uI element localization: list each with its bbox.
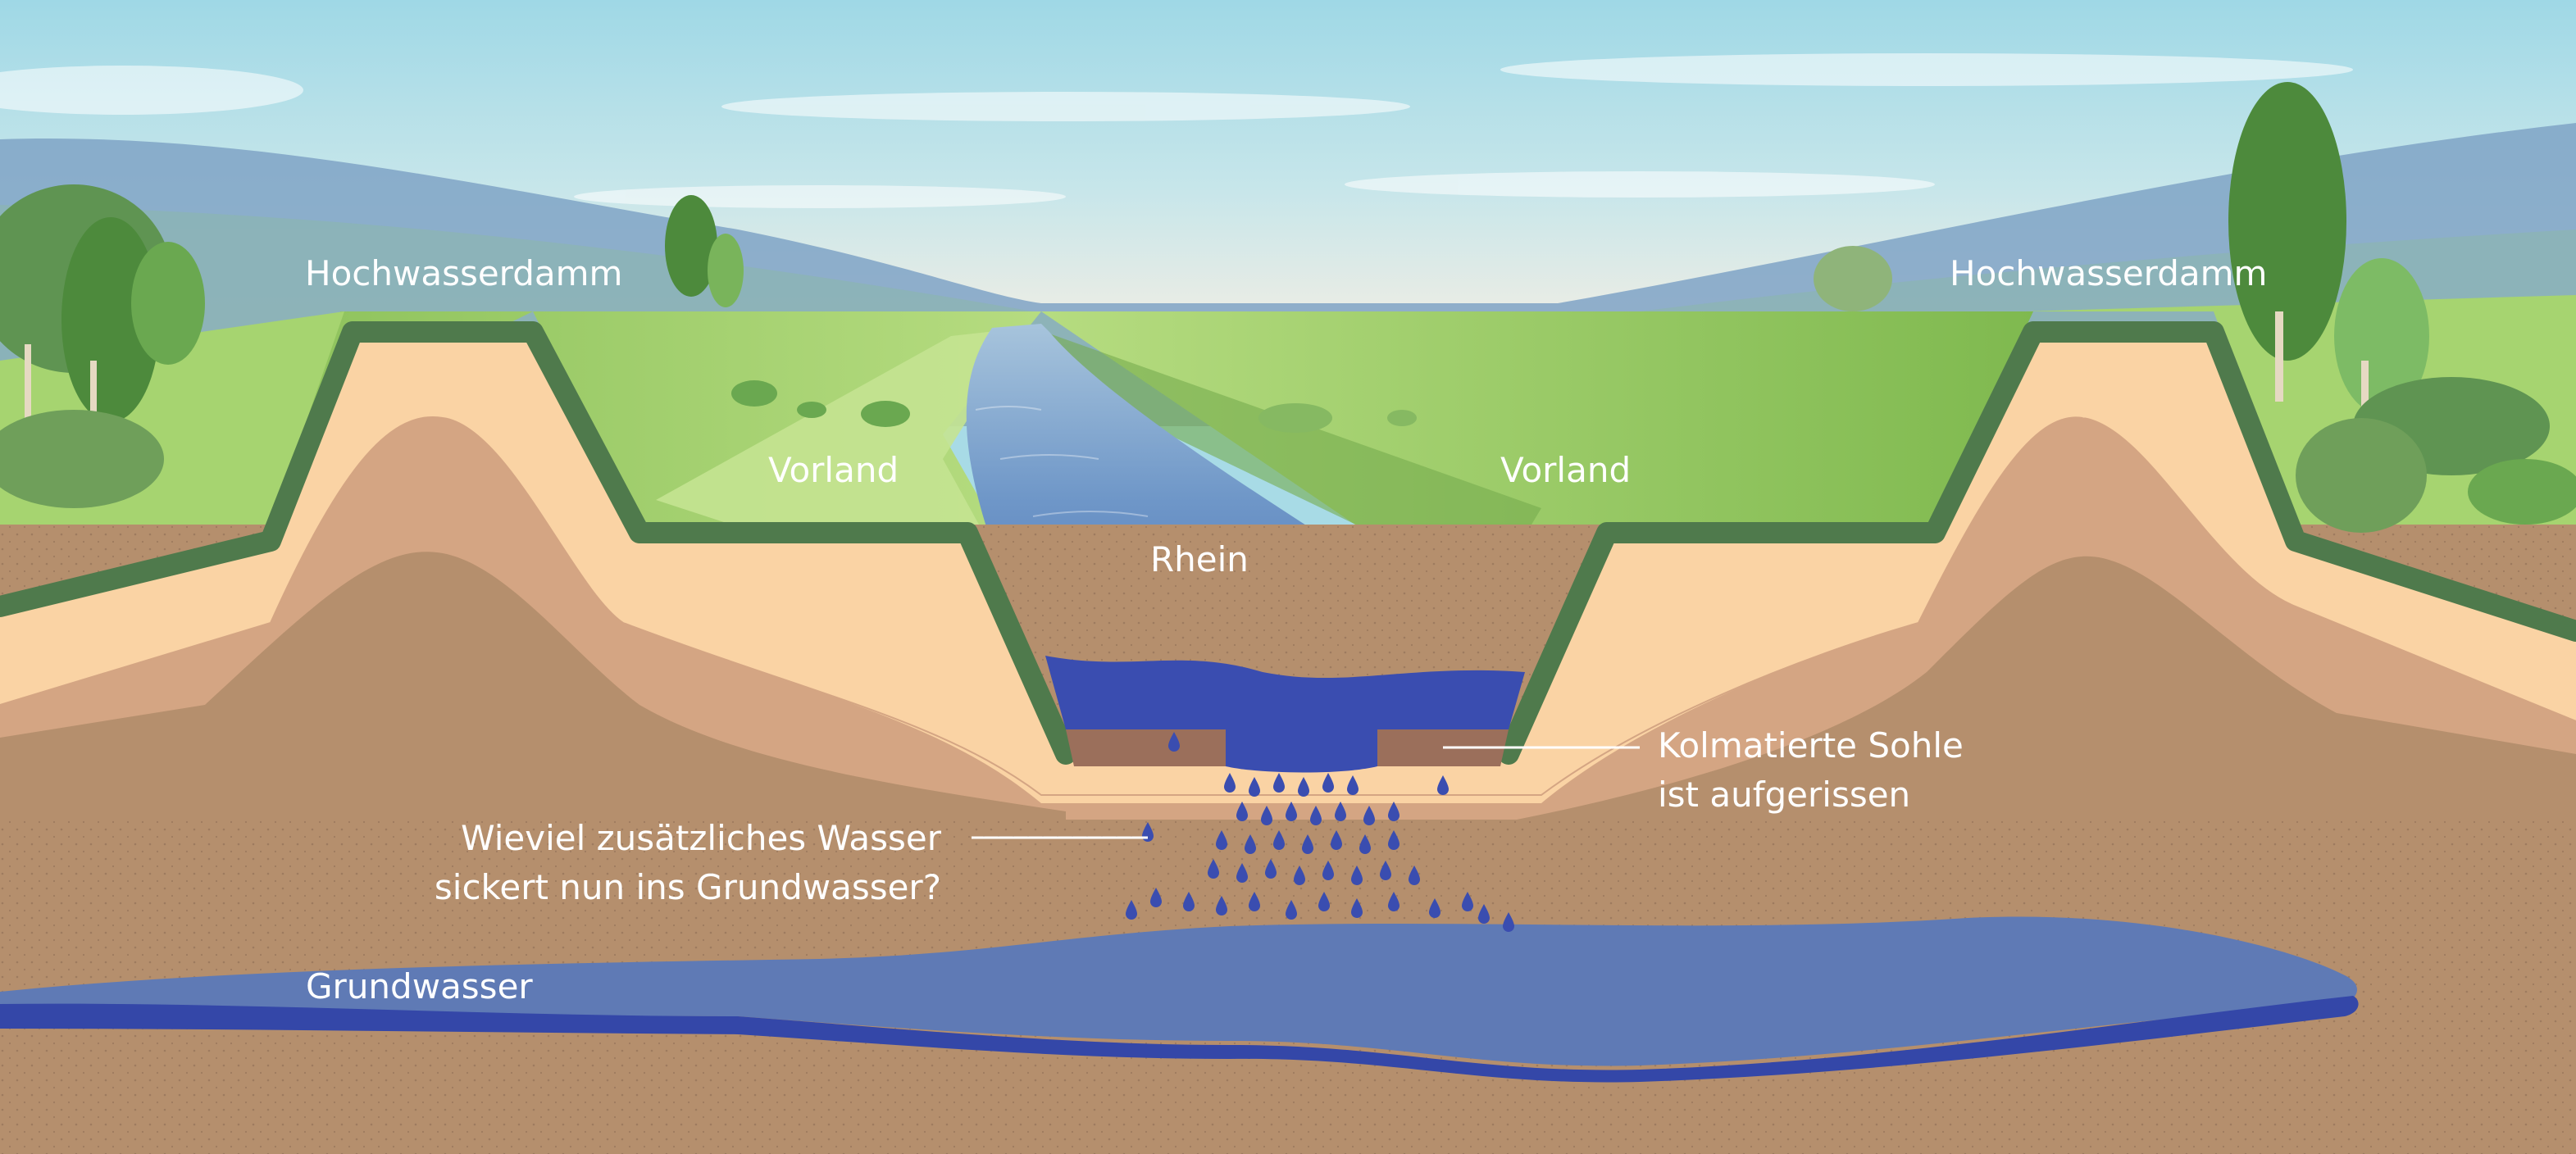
label-riverbed-line2: ist aufgerissen xyxy=(1658,775,1910,815)
sand-mid-layer-top xyxy=(0,416,2576,796)
clouds xyxy=(0,53,2353,208)
label-riverbed-line1: Kolmatierte Sohle xyxy=(1658,725,1964,766)
groundwater-body xyxy=(0,916,2357,1066)
trees-left xyxy=(0,184,910,508)
riverbed-break xyxy=(1226,729,1377,773)
dam-outline xyxy=(0,321,2576,765)
label-groundwater: Grundwasser xyxy=(306,966,533,1006)
label-dam-right: Hochwasserdamm xyxy=(1950,253,2267,293)
river-deep-water xyxy=(1045,656,1525,729)
label-foreland-right: Vorland xyxy=(1500,450,1631,490)
label-question-line1: Wieviel zusätzliches Wasser xyxy=(461,818,942,858)
trees-right xyxy=(1258,82,2576,533)
field-far-right xyxy=(2025,295,2576,590)
label-question-line2: sickert nun ins Grundwasser? xyxy=(435,867,941,907)
groundwater-deep xyxy=(0,996,2359,1083)
soil-mound-right xyxy=(1517,556,2576,820)
label-dam-left: Hochwasserdamm xyxy=(305,253,622,293)
label-river: Rhein xyxy=(1150,539,1249,579)
field-right xyxy=(1041,311,2033,607)
soil-mound-left xyxy=(0,552,1066,820)
label-foreland-left: Vorland xyxy=(768,450,899,490)
